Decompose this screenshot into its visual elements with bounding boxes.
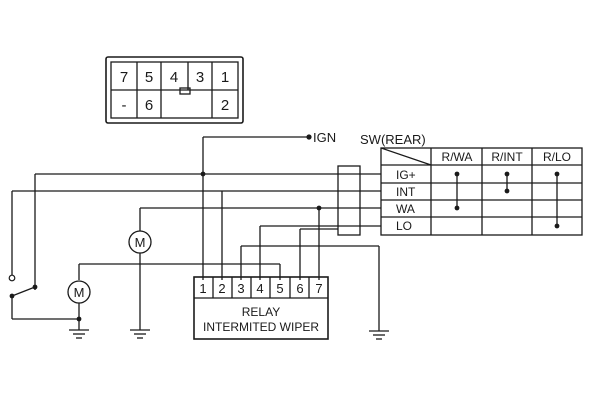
relay-intermittent-wiper: 1 2 3 4 5 6 7 RELAY INTERMITED WIPER [193, 276, 329, 340]
connector-pin-3: 3 [196, 69, 204, 86]
switch-title: SW(REAR) [360, 132, 426, 147]
wiper-ground-icon [69, 329, 89, 339]
relay-pin-2: 2 [218, 281, 225, 296]
continuity-rwa [454, 171, 460, 211]
park-switch-contact [8, 274, 16, 282]
connector-pin-1: 1 [221, 69, 229, 86]
connector-pin-dash: - [122, 97, 127, 114]
relay-pin-1: 1 [199, 281, 206, 296]
switch-col-rwa: R/WA [442, 150, 473, 164]
relay-label-line1: RELAY [242, 305, 280, 319]
relay-label-line2: INTERMITED WIPER [203, 320, 319, 334]
switch-row-int: INT [396, 185, 416, 199]
rear-switch: SW(REAR) R/WA R/INT R/LO IG+ INT WA LO [337, 132, 583, 236]
connector-pin-7: 7 [120, 69, 128, 86]
wiper-motor: M [67, 280, 91, 339]
washer-motor: M [128, 230, 152, 339]
ign-feed: IGN [202, 130, 336, 280]
switch-connector [337, 165, 361, 236]
continuity-rlo [554, 171, 560, 229]
ign-label: IGN [313, 130, 336, 145]
connector-pin-4: 4 [170, 69, 178, 86]
washer-ground-icon [130, 329, 150, 339]
switch-col-rint: R/INT [491, 150, 523, 164]
ign-terminal [306, 134, 312, 140]
relay-pin-6: 6 [296, 281, 303, 296]
washer-motor-symbol: M [135, 235, 146, 250]
connector-pin-6: 6 [145, 97, 153, 114]
relay-pin-5: 5 [276, 281, 283, 296]
switch-col-rlo: R/LO [543, 150, 571, 164]
switch-row-igplus: IG+ [396, 168, 416, 182]
relay-pin-4: 4 [256, 281, 263, 296]
wiring [11, 171, 381, 331]
wiper-motor-symbol: M [74, 285, 85, 300]
continuity-rint [504, 171, 510, 194]
connector-pin-5: 5 [145, 69, 153, 86]
connector-face: 7 5 4 3 1 - 6 2 [105, 56, 244, 124]
switch-row-wa: WA [396, 202, 415, 216]
switch-row-lo: LO [396, 219, 412, 233]
relay-pin-7: 7 [315, 281, 322, 296]
park-switch [8, 274, 82, 322]
relay-ground-icon [369, 330, 389, 340]
relay-pin-3: 3 [237, 281, 244, 296]
connector-pin-2: 2 [221, 97, 229, 114]
